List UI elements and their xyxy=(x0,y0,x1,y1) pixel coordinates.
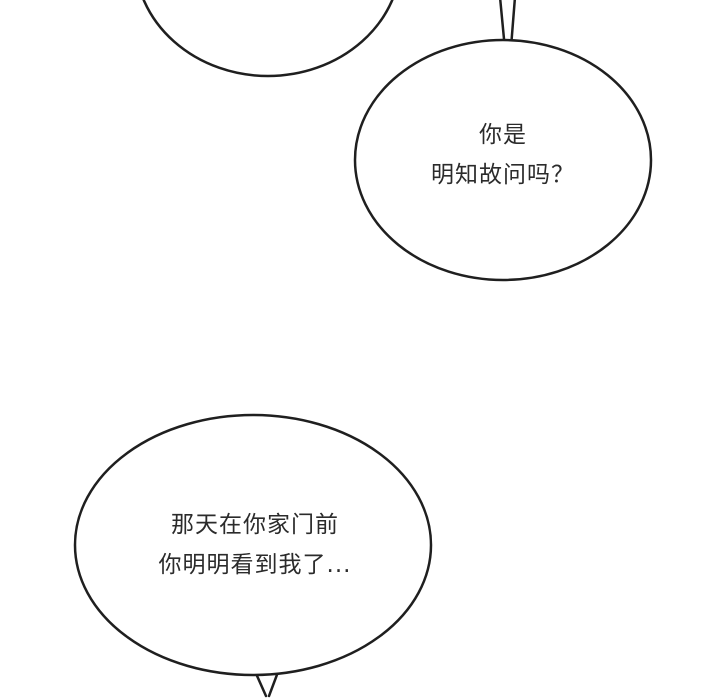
speech-bubble-partial-top-left xyxy=(142,0,394,78)
speech-line-2: 你明明看到我了... xyxy=(158,552,352,578)
speech-text-bottom: 那天在你家门前 你明明看到我了... xyxy=(105,505,405,585)
speech-text-top-right: 你是 明知故问吗？ xyxy=(378,115,628,195)
speech-bubble-bottom xyxy=(73,413,433,677)
speech-line-2: 明知故问吗？ xyxy=(431,162,575,188)
speech-line-1: 那天在你家门前 xyxy=(171,512,339,538)
speech-line-1: 你是 xyxy=(479,122,527,148)
speech-bubble-top-right xyxy=(353,38,653,282)
